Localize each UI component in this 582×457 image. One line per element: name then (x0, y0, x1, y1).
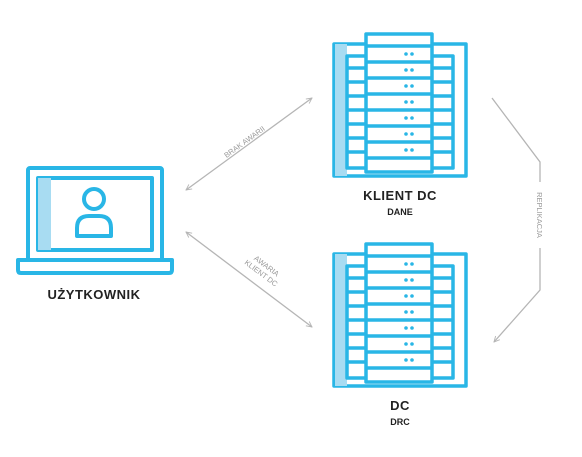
client-dc-title: KLIENT DC (363, 188, 437, 203)
server-rack-icon (332, 242, 468, 388)
failover-connection-arrow (186, 232, 312, 327)
normal-connection-label: BRAK AWARII (222, 124, 266, 160)
user-title: UŻYTKOWNIK (47, 287, 140, 302)
replication-label: REPLIKACJA (535, 192, 544, 238)
normal-connection-arrow (186, 98, 312, 190)
server-rack-icon (332, 32, 468, 178)
laptop-icon (16, 166, 174, 275)
user-avatar-icon (75, 187, 113, 238)
dc-subtitle: DRC (390, 417, 410, 427)
dc-title: DC (390, 398, 410, 413)
client-dc-subtitle: DANE (387, 207, 413, 217)
